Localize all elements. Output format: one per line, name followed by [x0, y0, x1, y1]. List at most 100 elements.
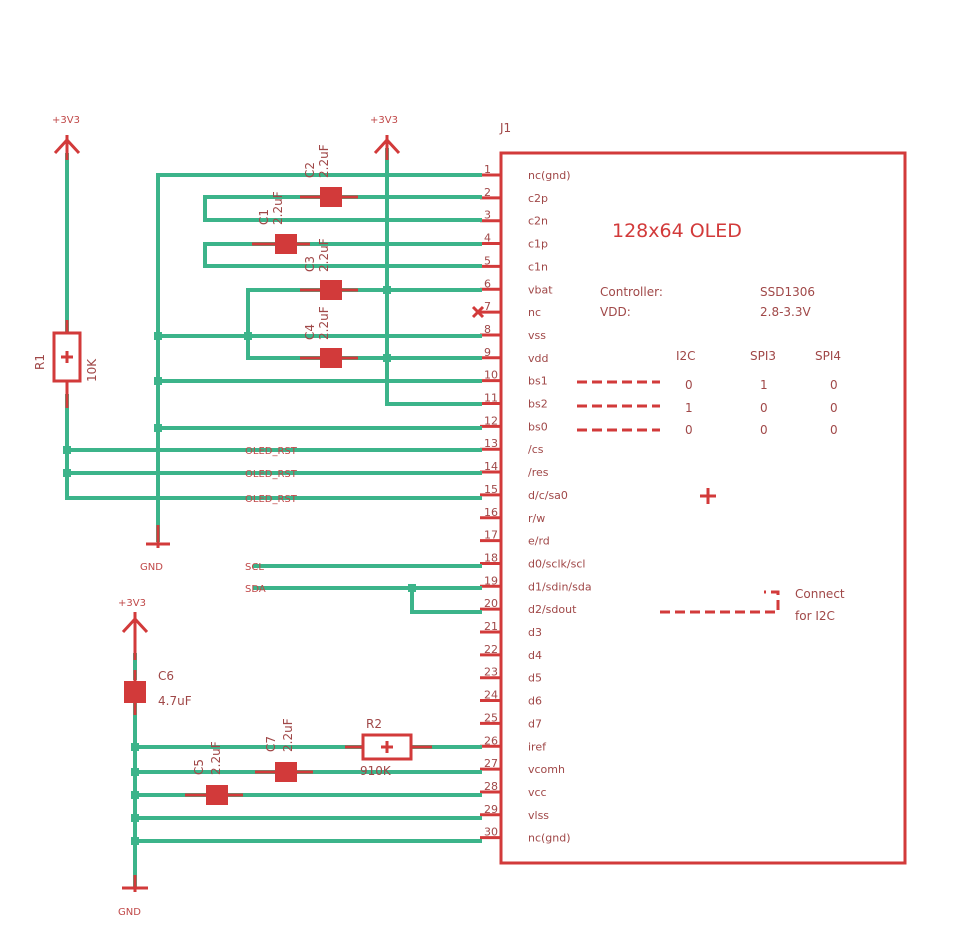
svg-text:C4: C4 [303, 324, 317, 340]
pin-label: d3 [528, 626, 542, 639]
svg-text:+3V3: +3V3 [52, 115, 80, 126]
pin-label: /res [528, 466, 549, 479]
mode-bs0-i2c: 0 [685, 378, 693, 392]
pin-label: vbat [528, 283, 553, 296]
capacitor-c7[interactable]: C7 2.2uF [255, 718, 313, 782]
resistor-r2[interactable]: R2 910K [345, 717, 432, 778]
pin-number: 13 [484, 437, 498, 450]
pin-number: 29 [484, 803, 498, 816]
pin-label: d4 [528, 649, 542, 662]
capacitor-c5[interactable]: C5 2.2uF [185, 741, 243, 805]
svg-text:GND: GND [118, 907, 141, 918]
pin-label: d/c/sa0 [528, 489, 568, 502]
svg-text:R2: R2 [366, 717, 382, 731]
mode-bs1-i2c: 1 [685, 401, 693, 415]
mode-bs1-spi4: 0 [830, 401, 838, 415]
pin-number: 14 [484, 460, 498, 473]
net-label-scl: SCL [245, 562, 264, 573]
svg-text:2.2uF: 2.2uF [271, 191, 285, 225]
capacitor-c4[interactable]: C4 2.2uF [300, 306, 358, 368]
i2c-note-line2: for I2C [795, 609, 835, 623]
power-3v3-top-left: +3V3 [52, 115, 81, 160]
mode-table: I2C SPI3 SPI4 0 1 0 1 0 0 0 0 0 [577, 349, 841, 437]
pin-label: bs1 [528, 375, 548, 388]
pin-number: 3 [484, 209, 491, 222]
pin-number: 10 [484, 369, 498, 382]
pin-label: nc(gnd) [528, 169, 571, 182]
mode-bs2-i2c: 0 [685, 423, 693, 437]
mode-bs0-spi4: 0 [830, 378, 838, 392]
net-label-oled-rst: OLED_RST [245, 446, 298, 457]
svg-text:C2: C2 [303, 162, 317, 178]
pin-label: bs0 [528, 420, 548, 433]
origin-cross-icon [700, 488, 716, 504]
svg-text:4.7uF: 4.7uF [158, 694, 192, 708]
pin-label: vdd [528, 352, 548, 365]
mode-header-spi4: SPI4 [815, 349, 841, 363]
pin-label: /cs [528, 443, 544, 456]
vdd-value: 2.8-3.3V [760, 305, 811, 319]
pin-number: 23 [484, 666, 498, 679]
svg-text:2.2uF: 2.2uF [209, 741, 223, 775]
net-label-sda: SDA [245, 584, 266, 595]
pin-label: d5 [528, 672, 542, 685]
pin-number: 22 [484, 643, 498, 656]
pin-label: c2p [528, 192, 548, 205]
pin-number: 11 [484, 392, 498, 405]
pin-label: c2n [528, 215, 548, 228]
svg-text:C7: C7 [264, 736, 278, 752]
pin-label: d6 [528, 695, 542, 708]
svg-text:910K: 910K [360, 764, 392, 778]
capacitor-c2[interactable]: C2 2.2uF [300, 144, 358, 207]
pin-number: 20 [484, 597, 498, 610]
pin-number: 7 [484, 300, 491, 313]
pin-number: 6 [484, 277, 491, 290]
pin-number: 2 [484, 186, 491, 199]
svg-text:R1: R1 [33, 354, 47, 370]
capacitor-c6[interactable]: C6 4.7uF [124, 669, 192, 715]
pin-label: vcomh [528, 763, 565, 776]
pin-number: 26 [484, 734, 498, 747]
pin-number: 17 [484, 529, 498, 542]
pin-number: 28 [484, 780, 498, 793]
svg-text:+3V3: +3V3 [370, 115, 398, 126]
power-3v3-bottom-left: +3V3 [118, 598, 149, 660]
pin-label: vcc [528, 786, 547, 799]
wires [65, 148, 482, 887]
pin-number: 1 [484, 163, 491, 176]
pin-label: d2/sdout [528, 603, 577, 616]
resistor-r1[interactable]: R1 10K [33, 320, 99, 408]
pin-number: 27 [484, 757, 498, 770]
svg-text:2.2uF: 2.2uF [281, 718, 295, 752]
svg-text:C1: C1 [257, 209, 271, 225]
pin-label: c1n [528, 260, 548, 273]
i2c-note-line1: Connect [795, 587, 845, 601]
oled-module-outline[interactable] [499, 151, 907, 865]
pin-number: 21 [484, 620, 498, 633]
controller-value: SSD1306 [760, 285, 815, 299]
svg-text:2.2uF: 2.2uF [317, 238, 331, 272]
power-3v3-top-mid: +3V3 [370, 115, 401, 160]
net-label-oled-rst: OLED_RST [245, 494, 298, 505]
mode-bs1-spi3: 0 [760, 401, 768, 415]
vdd-label: VDD: [600, 305, 631, 319]
pin-label: d7 [528, 717, 542, 730]
svg-text:C5: C5 [192, 759, 206, 775]
svg-text:C6: C6 [158, 669, 174, 683]
pin-label: bs2 [528, 398, 548, 411]
pin-number: 8 [484, 323, 491, 336]
pin-label: r/w [528, 512, 545, 525]
capacitor-c1[interactable]: C1 2.2uF [252, 191, 310, 254]
mode-header-spi3: SPI3 [750, 349, 776, 363]
svg-text:10K: 10K [85, 358, 99, 382]
capacitor-c3[interactable]: C3 2.2uF [300, 238, 358, 300]
pin-label: d0/sclk/scl [528, 557, 585, 570]
pin-number: 25 [484, 711, 498, 724]
mode-bs0-spi3: 1 [760, 378, 768, 392]
pin-number: 16 [484, 506, 498, 519]
svg-text:2.2uF: 2.2uF [317, 144, 331, 178]
svg-text:2.2uF: 2.2uF [317, 306, 331, 340]
svg-text:GND: GND [140, 562, 163, 573]
mode-bs2-spi3: 0 [760, 423, 768, 437]
